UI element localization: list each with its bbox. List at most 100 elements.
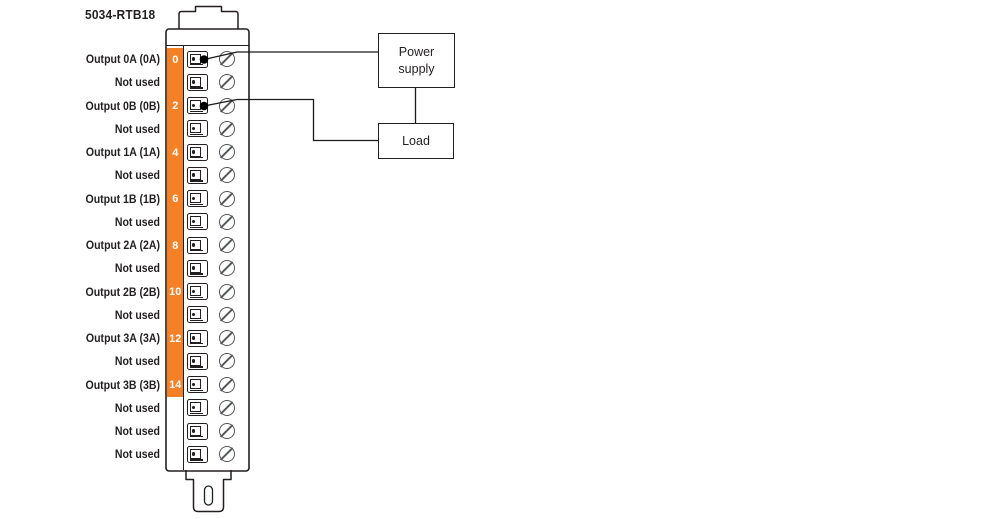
terminal-screw-head-icon [218,423,235,439]
terminal-clamp-baseline [190,366,203,368]
terminal-number: 10 [169,286,182,298]
terminal-label: Output 3B (3B) [85,377,160,392]
terminal-screw-head-icon [218,97,235,114]
terminal-label: Output 1A (1A) [85,145,160,159]
terminal-screw-icon [190,425,201,436]
terminal-screw-head-icon [218,330,235,346]
terminal-screw-head-icon [218,237,235,253]
terminal-label: Output 0A (0A) [85,52,160,66]
terminal-screw-head-icon [218,120,235,137]
terminal-label: Output 2B (2B) [85,284,160,299]
terminal-clamp [186,50,208,68]
terminal-clamp [186,329,208,347]
terminal-clamp [186,97,208,114]
terminal-label: Not used [114,168,160,183]
terminal-clamp-baseline [190,64,203,66]
terminal-label: Not used [114,75,160,90]
terminal-label: Not used [114,214,160,229]
terminal-label: Not used [114,400,160,415]
terminal-screw-head-icon [218,353,235,370]
terminal-label: Not used [114,447,160,462]
terminal-label: Not used [114,354,160,369]
module-title: 5034-RTB18 [85,7,156,22]
load-label: Load [402,133,430,148]
terminal-label: Output 3A (3A) [85,331,160,345]
terminal-clamp-baseline [190,343,203,345]
terminal-number: 0 [172,53,179,66]
terminal-screw-icon [190,100,201,110]
terminal-clamp-baseline [190,203,203,205]
terminal-clamp [186,376,208,393]
terminal-clamp [186,352,208,370]
terminal-clamp-baseline [190,389,203,391]
terminal-screw-head-icon [218,283,235,300]
terminal-screw-icon [190,76,201,87]
terminal-clamp [186,213,208,231]
terminal-clamp [186,306,208,324]
terminal-screw-icon [190,402,201,413]
terminal-label: Not used [114,424,160,438]
terminal-clamp-baseline [190,157,203,159]
terminal-screw-icon [190,332,201,343]
terminal-screw-head-icon [218,399,235,416]
terminal-clamp-baseline [190,87,203,89]
terminal-clamp-baseline [190,412,203,414]
terminal-clamp [186,143,208,161]
terminal-clamp-baseline [190,110,203,112]
terminal-screw-head-icon [218,167,235,184]
terminal-screw-head-icon [218,144,235,160]
terminal-number: 2 [172,100,179,112]
terminal-label: Not used [114,307,160,322]
terminal-clamp [186,166,208,184]
terminal-screw-icon [190,216,201,227]
terminal-label: Output 1B (1B) [85,191,160,206]
terminal-number: 4 [172,146,179,159]
power-supply-box: Power supply [378,33,455,88]
terminal-screw-icon [190,123,201,134]
terminal-screw-icon [190,146,201,157]
terminal-clamp [186,73,208,91]
terminal-screw-icon [190,448,201,459]
terminal-clamp [186,283,208,300]
terminal-clamp-baseline [190,273,203,275]
terminal-screw-icon [190,262,201,273]
terminal-label: Not used [114,121,160,136]
terminal-clamp [186,236,208,254]
module-bottom-tab [185,470,232,513]
load-box: Load [378,123,454,159]
terminal-clamp [186,120,208,138]
terminal-clamp-baseline [190,319,203,321]
terminal-screw-icon [190,355,201,366]
terminal-clamp-baseline [190,436,203,438]
terminal-clamp-baseline [190,180,203,182]
terminal-screw-icon [190,286,201,296]
terminal-clamp [186,445,208,463]
terminal-clamp-baseline [190,296,203,298]
terminal-clamp [186,259,208,277]
terminal-label: Not used [114,261,160,276]
terminal-screw-icon [190,193,201,203]
terminal-screw-icon [190,169,201,180]
terminal-label: Output 0B (0B) [85,98,160,113]
terminal-screw-head-icon [218,51,235,67]
terminal-screw-head-icon [218,446,235,463]
terminal-screw-icon [190,239,201,250]
terminal-clamp-baseline [190,133,203,135]
terminal-label: Output 2A (2A) [85,238,160,252]
terminal-clamp [186,422,208,440]
terminal-clamp-baseline [190,226,203,228]
terminal-screw-head-icon [218,260,235,277]
module-top-tab [178,5,239,29]
terminal-screw-icon [190,309,201,320]
terminal-screw-head-icon [218,190,235,207]
terminal-screw-head-icon [218,74,235,91]
module-bottom-slot [203,485,214,506]
terminal-screw-icon [190,379,201,389]
terminal-number: 8 [172,239,179,252]
terminal-clamp-baseline [190,250,203,252]
terminal-screw-head-icon [218,376,235,393]
power-supply-label: Power supply [398,45,435,76]
terminal-number: 12 [169,332,182,345]
terminal-screw-head-icon [218,306,235,323]
